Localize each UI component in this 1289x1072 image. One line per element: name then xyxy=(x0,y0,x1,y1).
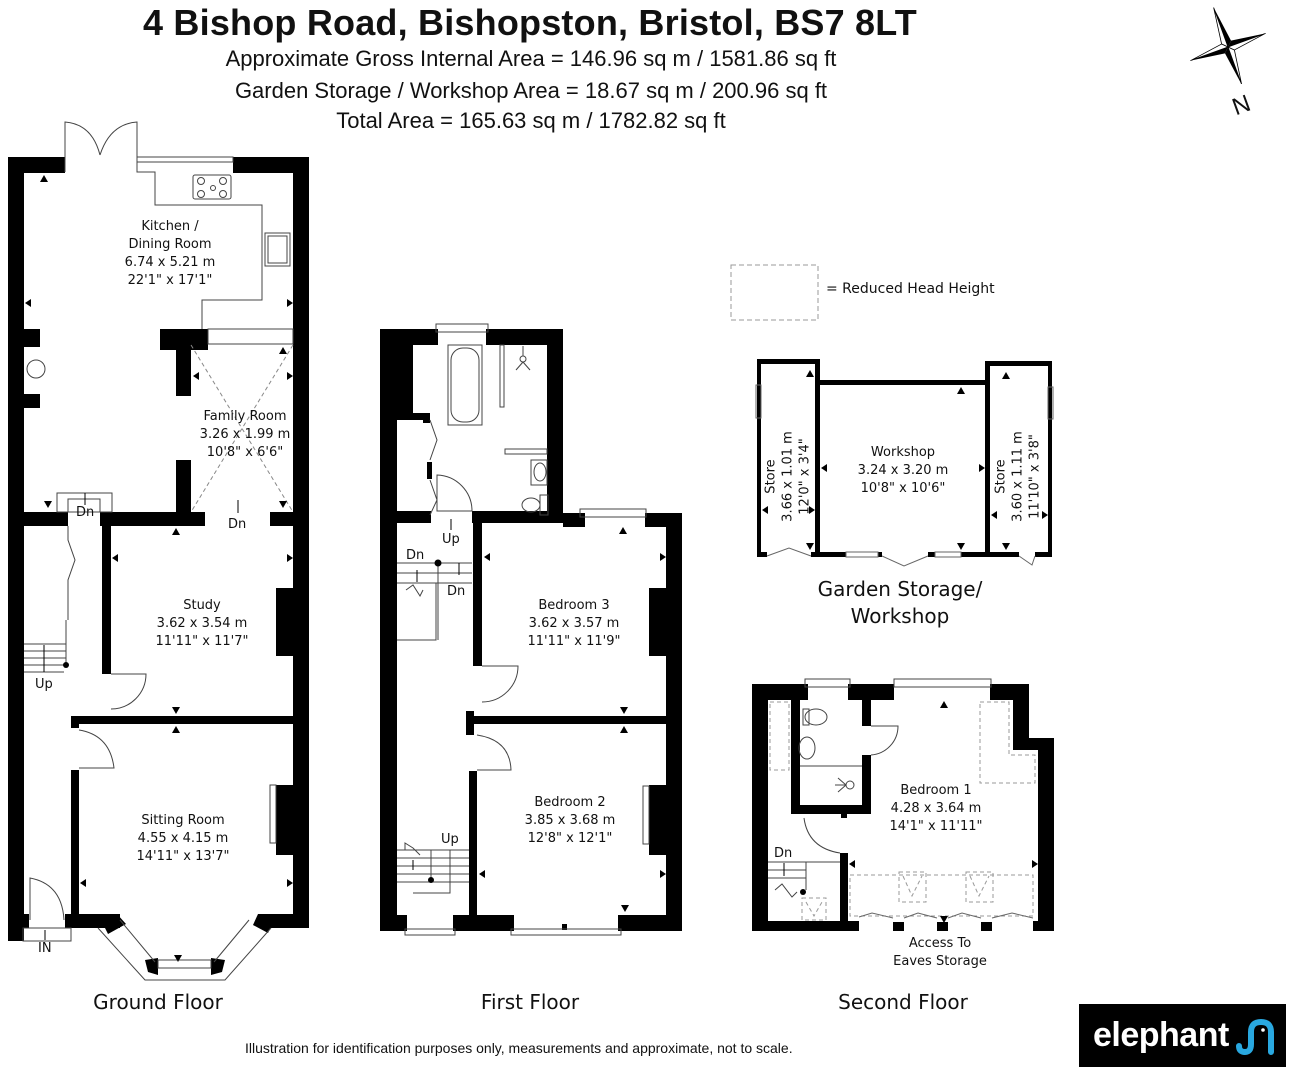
room-bedroom-2: Bedroom 2 3.85 x 3.68 m 12'8" x 12'1" xyxy=(524,795,616,846)
property-address-title: 4 Bishop Road, Bishopston, Bristol, BS7 … xyxy=(143,2,917,43)
marker-dn: Dn xyxy=(774,846,793,861)
marker-up: Up xyxy=(441,832,459,847)
room-sitting-room: Sitting Room 4.55 x 4.15 m 14'11" x 13'7… xyxy=(136,813,230,864)
marker-up: Up xyxy=(35,677,53,692)
total-area: Total Area = 165.63 sq m / 1782.82 sq ft xyxy=(336,108,726,133)
garden-storage-area: Garden Storage / Workshop Area = 18.67 s… xyxy=(234,78,828,103)
logo-text: elephant xyxy=(1093,1016,1229,1054)
ground-floor-plan xyxy=(8,157,309,975)
compass-rose-icon xyxy=(1190,7,1266,84)
room-bedroom-1: Bedroom 1 4.28 x 3.64 m 14'1" x 11'11" xyxy=(889,783,983,834)
room-bedroom-3: Bedroom 3 3.62 x 3.57 m 11'11" x 11'9" xyxy=(527,598,621,649)
floor-label-ground: Ground Floor xyxy=(93,990,223,1014)
disclaimer: Illustration for identification purposes… xyxy=(245,1040,793,1056)
floor-label-first: First Floor xyxy=(480,990,580,1014)
floor-label-second: Second Floor xyxy=(838,990,968,1014)
marker-dn: Dn xyxy=(406,548,425,563)
marker-up: Up xyxy=(442,532,460,547)
gross-internal-area: Approximate Gross Internal Area = 146.96… xyxy=(225,46,837,71)
room-store-right: Store 3.60 x 1.11 m 11'10" x 3'8" xyxy=(993,431,1043,522)
second-floor-plan xyxy=(752,684,1054,931)
marker-dn: Dn xyxy=(447,584,466,599)
garden-storage-plan xyxy=(757,359,1052,557)
first-floor-plan xyxy=(380,329,682,931)
reduced-head-height-legend-symbol xyxy=(730,264,819,321)
room-family-room: Family Room 3.26 x 1.99 m 10'8" x 6'6" xyxy=(199,409,291,460)
entrance-marker: IN xyxy=(38,941,52,956)
elephant-logo: elephant xyxy=(1079,1004,1286,1067)
marker-dn: Dn xyxy=(228,517,247,532)
legend-reduced-head-height: = Reduced Head Height xyxy=(826,281,995,297)
eaves-storage-access: Access To Eaves Storage xyxy=(893,936,987,969)
room-study: Study 3.62 x 3.54 m 11'11" x 11'7" xyxy=(155,598,249,649)
floor-label-garden: Garden Storage/ Workshop xyxy=(817,577,983,628)
room-store-left: Store 3.66 x 1.01 m 12'0" x 3'4" xyxy=(763,431,813,522)
elephant-trunk-icon xyxy=(1235,1018,1274,1055)
marker-dn: Dn xyxy=(76,505,95,520)
room-workshop: Workshop 3.24 x 3.20 m 10'8" x 10'6" xyxy=(857,445,949,496)
room-kitchen-dining: Kitchen / Dining Room 6.74 x 5.21 m 22'1… xyxy=(124,219,216,288)
